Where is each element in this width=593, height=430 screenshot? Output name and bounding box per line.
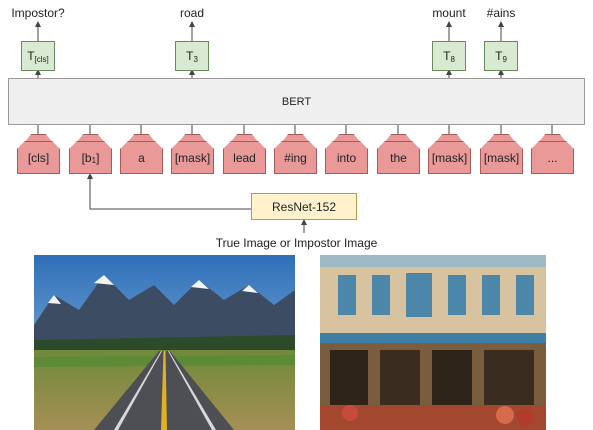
output-label-t9: #ains — [486, 6, 516, 20]
input-token-sub: 1 — [91, 156, 97, 165]
output-token-cls-sub: [cls] — [34, 54, 49, 64]
impostor-image-storefront — [320, 255, 546, 430]
bert-label: BERT — [281, 95, 312, 108]
input-token-text: the — [390, 150, 407, 165]
input-token-text: [b — [81, 150, 92, 165]
input-token-text: [mask] — [431, 150, 468, 165]
output-token-cls-text: T — [27, 49, 35, 63]
output-token-cls: T[cls] — [21, 41, 55, 71]
bert-block: BERT — [8, 78, 585, 125]
input-token-a: a — [120, 141, 163, 174]
input-token-after: ] — [96, 150, 100, 165]
output-label-t3: road — [179, 6, 205, 20]
input-token-cls: [cls] — [17, 141, 60, 174]
image-caption: True Image or Impostor Image — [215, 236, 378, 250]
input-token-into: into — [325, 141, 368, 174]
output-token-t9-sub: 9 — [502, 54, 507, 64]
input-token-the: the — [377, 141, 420, 174]
input-token-text: ... — [547, 150, 558, 165]
output-token-t9-text: T — [495, 49, 503, 63]
true-image-road — [34, 255, 295, 430]
input-token-lead: lead — [223, 141, 266, 174]
input-token-text: a — [138, 150, 145, 165]
output-token-t3-sub: 3 — [193, 54, 198, 64]
output-label-t8: mount — [432, 6, 466, 20]
output-token-t3-text: T — [186, 49, 194, 63]
resnet-block: ResNet-152 — [251, 193, 357, 220]
output-token-t8-text: T — [443, 49, 451, 63]
input-token-mask-3: [mask] — [480, 141, 523, 174]
input-token-ellipsis: ... — [531, 141, 574, 174]
input-token-text: into — [336, 150, 357, 165]
input-token-ing: #ing — [274, 141, 317, 174]
input-token-mask-1: [mask] — [171, 141, 214, 174]
resnet-label: ResNet-152 — [271, 199, 337, 214]
output-label-cls: Impostor? — [11, 6, 65, 20]
input-token-text: [mask] — [483, 150, 520, 165]
output-token-t8-sub: 8 — [450, 54, 455, 64]
arrow-resnet-b1 — [87, 173, 251, 210]
input-token-text: #ing — [284, 150, 307, 165]
input-token-mask-2: [mask] — [428, 141, 471, 174]
input-token-text: [mask] — [174, 150, 211, 165]
input-token-text: [cls] — [27, 150, 50, 165]
input-token-text: lead — [233, 150, 256, 165]
